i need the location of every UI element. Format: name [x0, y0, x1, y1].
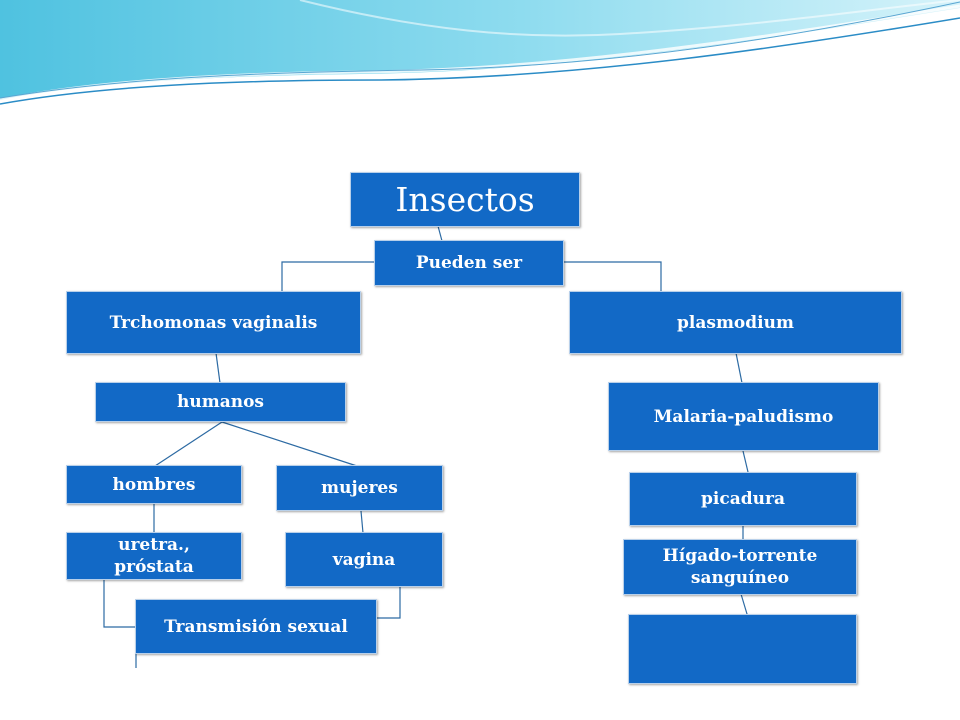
link-vagina-transmision — [376, 587, 401, 619]
node-picadura-label: picadura — [701, 489, 785, 509]
node-higado-label: Hígado-torrente sanguíneo — [662, 546, 818, 588]
node-mujeres-label: mujeres — [321, 478, 398, 498]
node-trichomonas: Trchomonas vaginalis — [66, 291, 361, 354]
node-insectos: Insectos — [350, 172, 580, 227]
node-malaria: Malaria-paludismo — [608, 382, 879, 451]
node-plasmodium-label: plasmodium — [677, 312, 794, 333]
node-hombres-label: hombres — [112, 474, 196, 495]
link-root-connector — [437, 225, 443, 242]
link-uretra-transmision — [103, 580, 135, 628]
node-hombres: hombres — [66, 465, 242, 504]
link-trichomonas-humanos — [215, 352, 221, 384]
node-higado: Hígado-torrente sanguíneo — [623, 539, 857, 595]
node-picadura: picadura — [629, 472, 857, 526]
link-plasmodium-malaria — [735, 352, 743, 384]
node-humanos: humanos — [95, 382, 346, 422]
node-mujeres: mujeres — [276, 465, 443, 511]
link-humanos-hombres — [154, 421, 223, 467]
link-mujeres-vagina — [360, 510, 364, 534]
node-uretra-prostata: uretra., próstata — [66, 532, 242, 580]
link-malaria-picadura — [742, 450, 749, 473]
header-wave-decoration — [0, 0, 960, 105]
node-vagina: vagina — [285, 532, 443, 587]
node-pueden-ser-label: Pueden ser — [415, 253, 523, 273]
link-connector-left — [281, 261, 375, 292]
node-transmision-label: Transmisión sexual — [164, 616, 348, 637]
node-vagina-label: vagina — [332, 549, 396, 570]
node-malaria-label: Malaria-paludismo — [653, 406, 834, 427]
node-uretra-label: uretra., próstata — [114, 535, 194, 577]
node-pueden-ser: Pueden ser — [374, 240, 564, 286]
link-connector-right — [563, 261, 662, 292]
node-insectos-label: Insectos — [395, 179, 535, 219]
node-humanos-label: humanos — [177, 392, 264, 412]
node-trichomonas-label: Trchomonas vaginalis — [109, 312, 318, 333]
link-humanos-mujeres — [221, 421, 358, 467]
node-plasmodium: plasmodium — [569, 291, 902, 354]
node-transmision-sexual: Transmisión sexual — [135, 599, 377, 654]
node-empty-box — [628, 614, 857, 684]
